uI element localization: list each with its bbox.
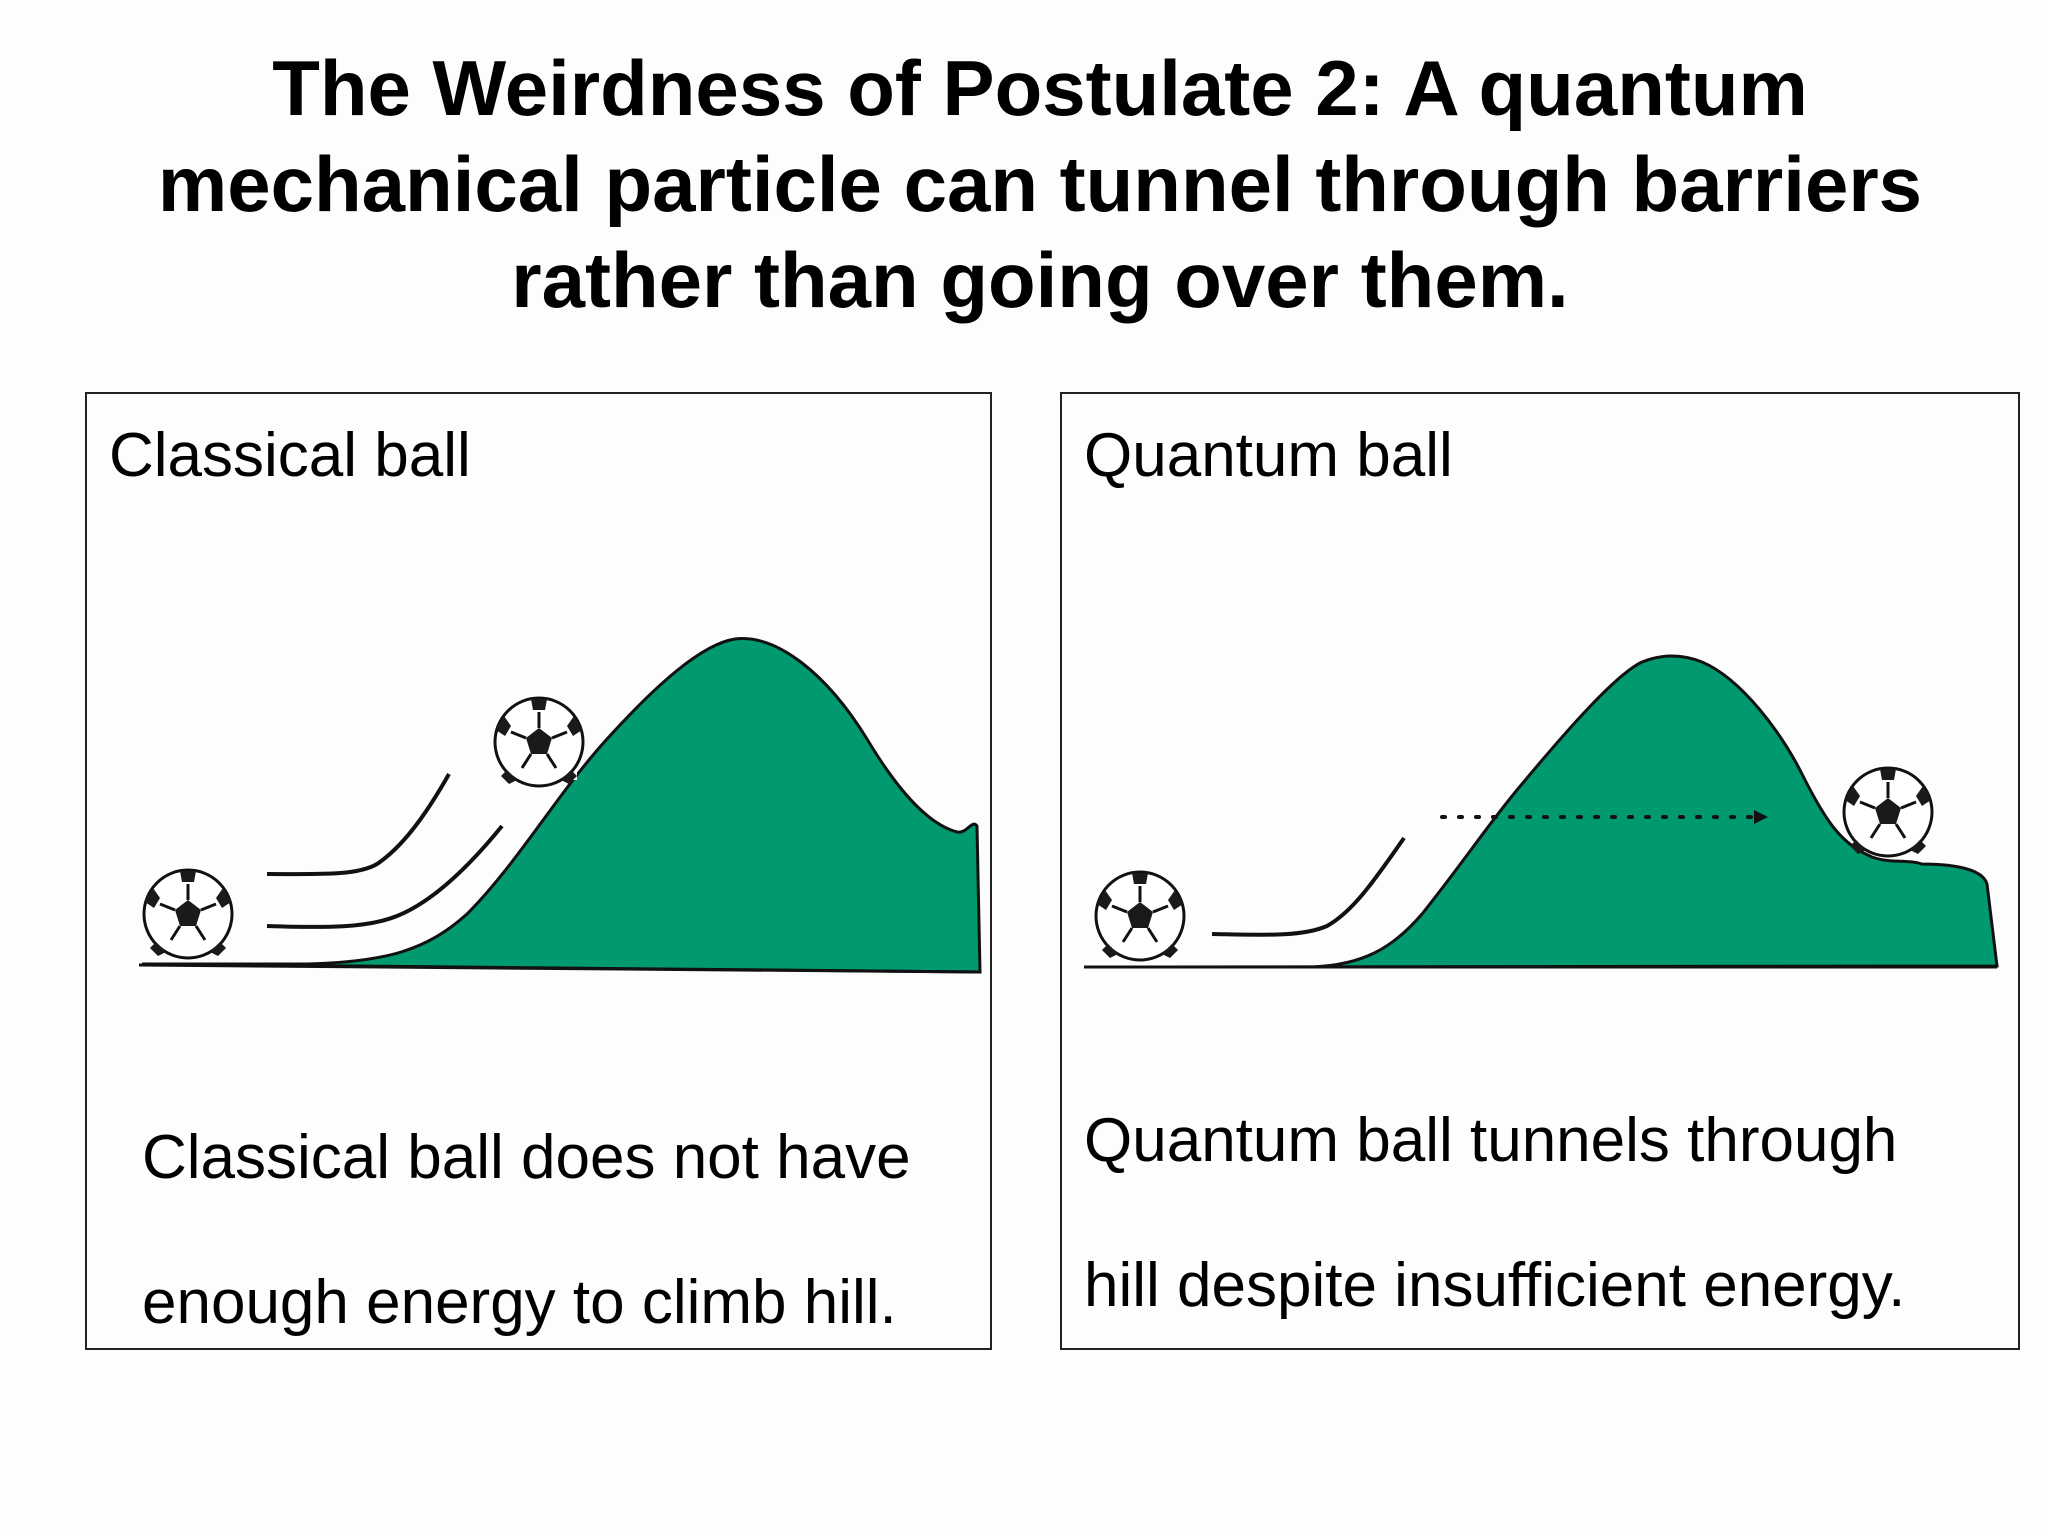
panel-label-classical: Classical ball — [109, 421, 471, 490]
ground-line — [138, 963, 981, 974]
slide-title-line-3: rather than going over them. — [511, 236, 1569, 324]
slide-title-line-1: The Weirdness of Postulate 2: A quantum — [272, 44, 1808, 132]
slide-title-line-2: mechanical particle can tunnel through b… — [157, 140, 1923, 228]
caption-quantum-line-1: Quantum ball tunnels through — [1084, 1106, 1898, 1175]
dotted-arrow-head — [1754, 810, 1768, 824]
classical-scene — [138, 637, 982, 974]
classical-ball-panel: Classical ball Classical ball does not h… — [85, 392, 992, 1350]
motion-lines-icon — [266, 773, 451, 877]
soccer-ball-icon — [1094, 870, 1186, 962]
caption-quantum-line-2: hill despite insufficient energy. — [1084, 1251, 1906, 1320]
soccer-ball-icon — [142, 868, 234, 960]
panel-label-quantum: Quantum ball — [1084, 421, 1453, 490]
quantum-ball-panel: Quantum ball Quantum ball tunnels throug… — [1060, 392, 2020, 1350]
motion-lines-icon — [1211, 836, 1406, 937]
quantum-scene — [1084, 654, 1999, 969]
slide-title: The Weirdness of Postulate 2: A quantum … — [80, 40, 2000, 328]
soccer-ball-icon — [1842, 766, 1934, 858]
caption-classical-line-1: Classical ball does not have — [142, 1123, 911, 1192]
soccer-ball-icon — [493, 696, 585, 788]
caption-classical-line-2: enough energy to climb hill. — [142, 1268, 897, 1337]
motion-lines-icon — [266, 824, 504, 929]
hill-shape — [1161, 654, 1999, 969]
hill-shape — [141, 637, 982, 974]
